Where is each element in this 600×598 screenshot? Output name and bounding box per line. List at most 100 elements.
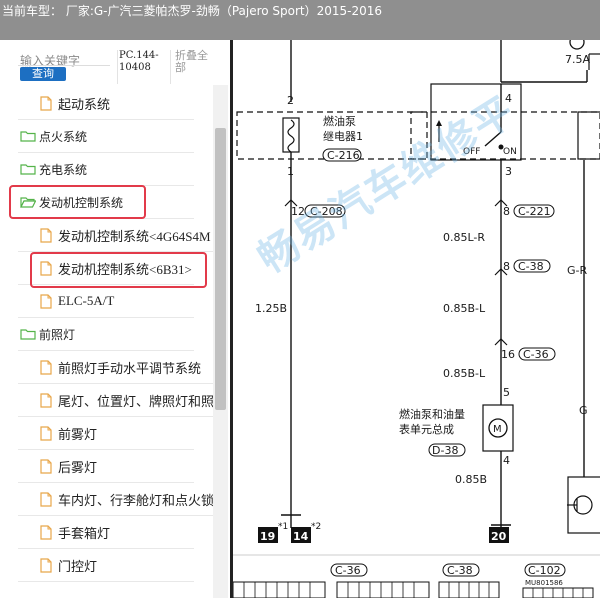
file-icon [40,491,52,507]
pump-pin-5: 5 [503,386,510,399]
folder-open-icon [20,197,36,208]
tree-item-label: 发动机控制系统<6B31> [58,261,192,277]
tree-item-elc-5at[interactable]: ELC-5A/T [18,285,194,318]
file-icon [40,293,52,309]
tree-item-interior-lamp[interactable]: 车内灯、行李舱灯和点火锁 [18,483,213,516]
ground-20-label: 20 [491,530,507,543]
ignition-switch-box [430,83,522,161]
search-input[interactable] [18,50,110,66]
switch-on-label: ON [503,147,517,157]
file-icon [40,458,52,474]
wire-085lr-label: 0.85L-R [443,231,485,244]
wire-125b-label: 1.25B [255,302,287,315]
tree-item-ignition-system[interactable]: 点火系统 [18,120,194,153]
pin-8b-label: 8 [503,260,510,273]
folder-icon [20,329,36,340]
conn-c38b-label: C-38 [447,564,473,577]
file-icon [40,260,52,276]
wire-085bl-1-label: 0.85B-L [443,302,486,315]
tree-item-label: 后雾灯 [58,459,98,475]
tree-item-headlamp-leveling[interactable]: 前照灯手动水平调节系统 [18,351,213,384]
conn-c38a-label: C-38 [518,260,544,273]
conn-c102-label: C-102 [528,564,561,577]
header-title: 当前车型： 厂家:G-广汽三菱帕杰罗-劲畅（Pajero Sport）2015-… [2,4,383,18]
switch-pin-3: 3 [505,165,512,178]
ground-14-mark: *2 [311,522,321,532]
tree-item-label: 充电系统 [39,162,88,177]
tree-item-label: 前雾灯 [58,426,98,442]
collapse-all-button[interactable]: 折叠全部 [170,50,218,84]
tree-item-label: 尾灯、位置灯、牌照灯和照 [58,393,213,409]
file-icon [40,227,52,243]
ground-19-mark: *1 [278,522,288,532]
unit-name-line1: 燃油泵和油量 [399,407,465,421]
wire-g-label: G [579,404,588,417]
tree-item-tail-lamp[interactable]: 尾灯、位置灯、牌照灯和照 [18,384,213,417]
tree-item-label: 手套箱灯 [58,525,111,541]
relay-name-line1: 燃油泵 [323,114,356,128]
tree-item-charging-system[interactable]: 充电系统 [18,153,194,186]
pin-8a-label: 8 [503,205,510,218]
relay-coil [282,117,300,153]
file-icon [40,524,52,540]
file-icon [40,425,52,441]
relay-name-line2: 继电器1 [323,130,363,143]
pin-16-label: 16 [501,348,515,361]
tree-item-glove-box-lamp[interactable]: 手套箱灯 [18,516,194,549]
tree-item-label: 前照灯 [39,327,76,342]
ground-14-label: 14 [293,530,309,543]
tree-item-label: 前照灯手动水平调节系统 [58,360,202,376]
wiring-diagram[interactable]: 7.5A 2 1 燃油泵 继电器1 C-216 4 OFF ON 3 [233,40,600,598]
svg-text:M: M [493,424,502,435]
tree-item-label: 起动系统 [58,96,111,112]
unit-name-line2: 表单元总成 [399,422,454,436]
pump-pin-4: 4 [503,454,510,467]
conn-c36b-label: C-36 [335,564,361,577]
tree-item-label: 车内灯、行李舱灯和点火锁 [58,492,213,508]
conn-d38-label: D-38 [432,444,458,457]
relay-pin-2: 2 [287,94,294,107]
tree-item-label: 发动机控制系统 [39,195,124,210]
relay-connector-label: C-216 [327,149,360,162]
folder-icon [20,164,36,175]
wire-085bl-2-label: 0.85B-L [443,367,486,380]
wire-085b-label: 0.85B [455,473,487,486]
fuse-terminal-circle [569,40,585,50]
tree-item-engine-control-4g64[interactable]: 发动机控制系统<4G64S4M [18,219,218,252]
file-icon [40,557,52,573]
sidebar-panel: 输入关键字 查询 PC.144-10408 折叠全部 起动系统 点火系统 充电系… [0,40,232,598]
conn-c208-label: C-208 [310,205,343,218]
tree-item-door-lamp[interactable]: 门控灯 [18,549,194,582]
pin-12-label: 12 [291,205,305,218]
tree-item-rear-fog-lamp[interactable]: 后雾灯 [18,450,194,483]
switch-off-label: OFF [463,147,480,157]
tree-item-front-fog-lamp[interactable]: 前雾灯 [18,417,194,450]
pump-motor-icon [488,418,508,438]
page-header: 当前车型： 厂家:G-广汽三菱帕杰罗-劲畅（Pajero Sport）2015-… [0,0,600,40]
tree-item-label: ELC-5A/T [58,293,115,308]
switch-pin-4: 4 [505,92,512,105]
tree-item-label: 点火系统 [39,129,88,144]
tree-item-engine-control-6b31[interactable]: 发动机控制系统<6B31> [18,252,194,285]
figure-code-label: MU801586 [525,579,563,587]
fuse-rating-label: 7.5A [565,53,590,66]
tree-item-starting-system[interactable]: 起动系统 [18,87,194,120]
panel-divider [230,40,233,598]
conn-c36a-label: C-36 [523,348,549,361]
file-icon [40,359,52,375]
tree-item-label: 发动机控制系统<4G64S4M [58,228,211,244]
highlight-engine-control-6b31 [30,252,207,288]
wire-gr-label: G-R [567,264,587,277]
folder-icon [20,131,36,142]
highlight-engine-control-folder [9,185,146,219]
query-button[interactable]: 查询 [20,67,66,81]
tree-item-label: 门控灯 [58,558,98,574]
sidebar-scrollbar-thumb[interactable] [215,128,226,410]
wiring-diagram-svg: 7.5A 2 1 燃油泵 继电器1 C-216 4 OFF ON 3 [233,40,600,598]
tree-item-headlamp[interactable]: 前照灯 [18,318,194,351]
ground-19-label: 19 [260,530,275,543]
file-icon [40,392,52,408]
conn-c221-label: C-221 [518,205,551,218]
doc-code: PC.144-10408 [117,50,169,84]
file-icon [40,95,52,111]
